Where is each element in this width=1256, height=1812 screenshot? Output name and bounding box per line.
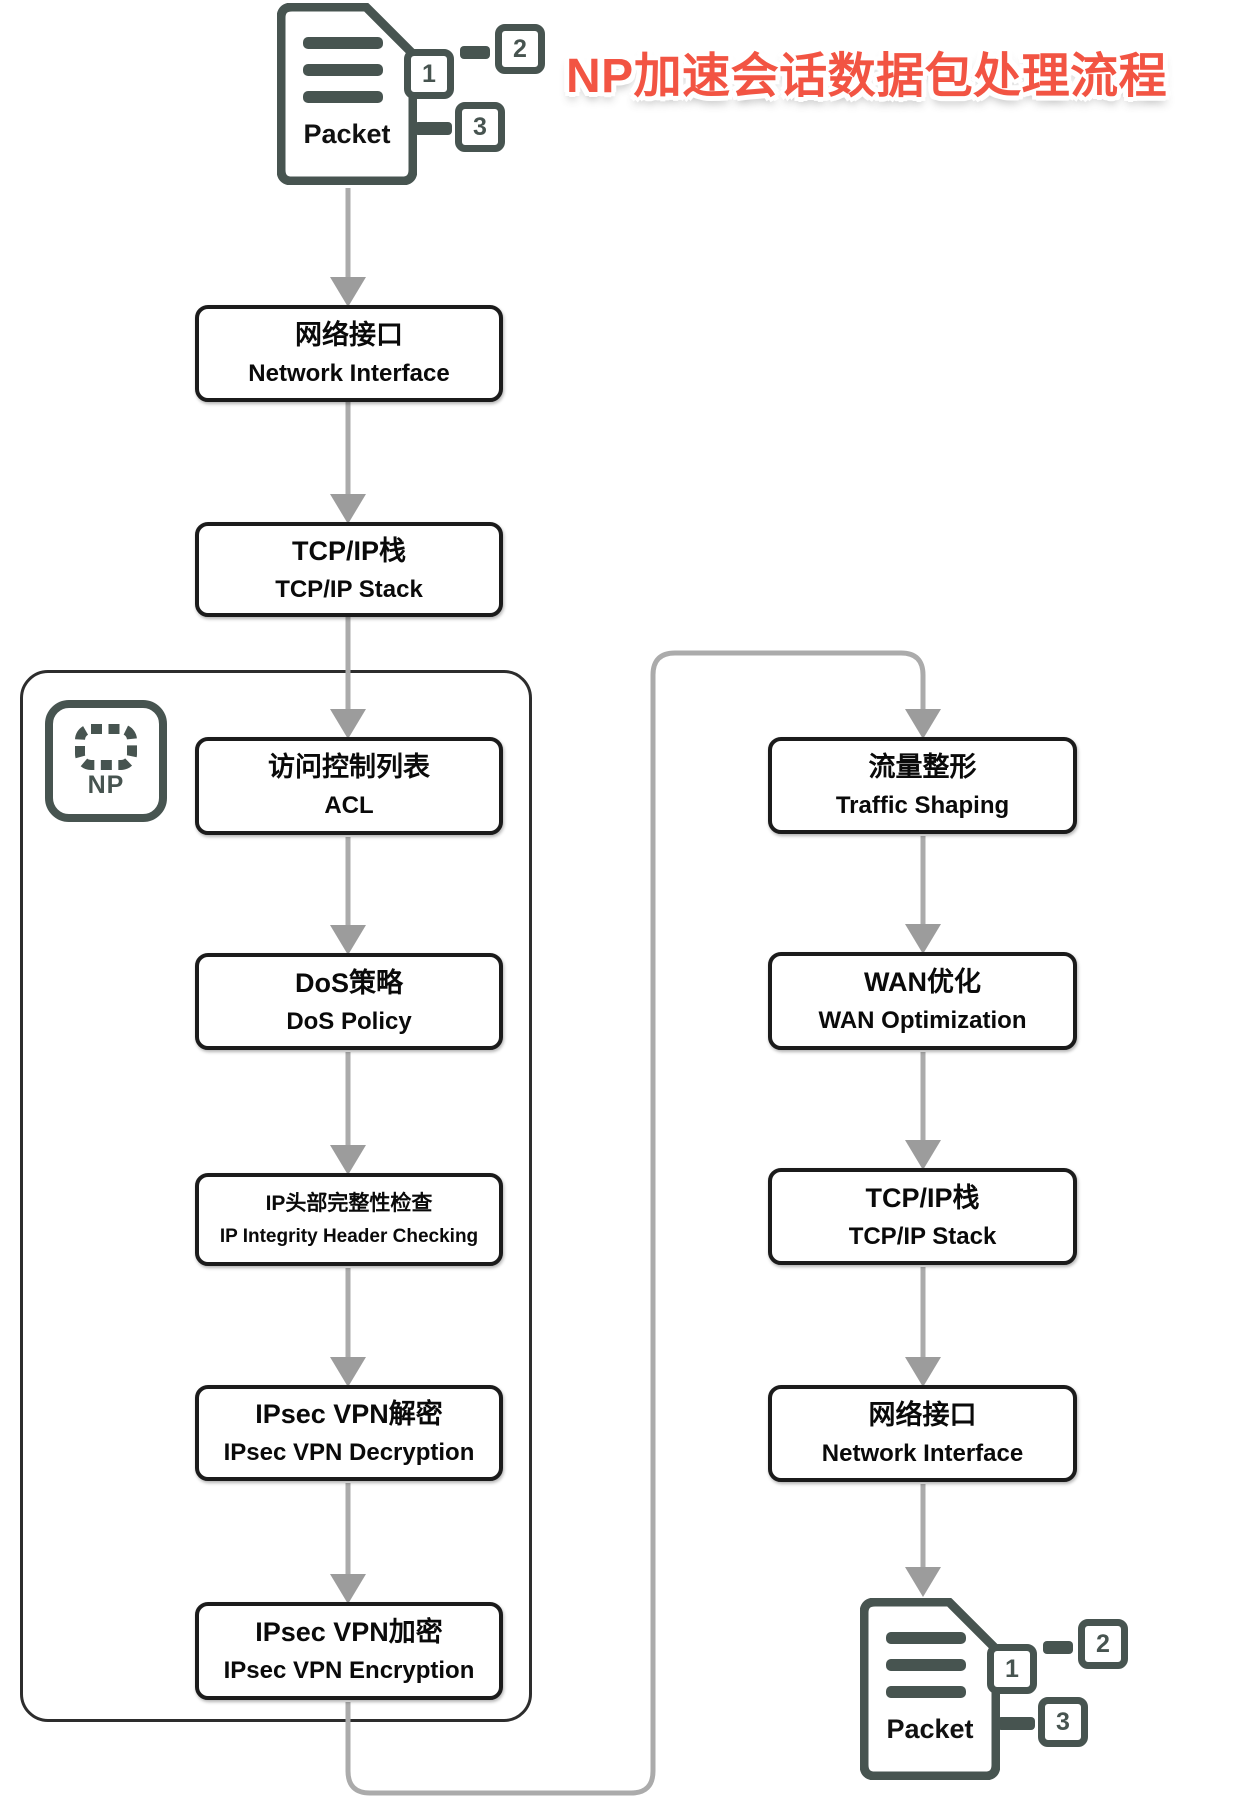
- box-label-en: IP Integrity Header Checking: [219, 1226, 479, 1247]
- box-label-zh: IPsec VPN加密: [255, 1617, 443, 1647]
- page-title: NP加速会话数据包处理流程: [566, 50, 1168, 103]
- box-label-en: ACL: [324, 792, 374, 819]
- box-label-zh: WAN优化: [864, 967, 981, 997]
- connector-dash-icon: [1043, 1641, 1073, 1654]
- right-column-arrows: [905, 836, 941, 1597]
- np-chip-badge: NP: [45, 700, 167, 822]
- flow-box-network-interface-out: 网络接口 Network Interface: [768, 1385, 1077, 1482]
- box-label-en: TCP/IP Stack: [848, 1222, 997, 1250]
- flow-box-tcpip-stack-out: TCP/IP栈 TCP/IP Stack: [768, 1168, 1077, 1265]
- packet-badge-2: 2: [495, 24, 545, 74]
- connector-dash-icon: [414, 122, 452, 135]
- box-label-zh: TCP/IP栈: [291, 535, 406, 566]
- flow-box-acl: 访问控制列表 ACL: [195, 737, 503, 835]
- box-label-en: IPsec VPN Decryption: [223, 1439, 475, 1466]
- np-offload-container-box: [20, 670, 532, 1722]
- chip-icon: [75, 724, 137, 770]
- flow-box-dos-policy: DoS策略 DoS Policy: [195, 953, 503, 1050]
- flow-box-wan-optimization: WAN优化 WAN Optimization: [768, 952, 1077, 1050]
- flow-box-ip-integrity-check: IP头部完整性检查 IP Integrity Header Checking: [195, 1173, 503, 1266]
- box-label-en: Traffic Shaping: [835, 791, 1010, 819]
- packet-label: Packet: [886, 1714, 974, 1744]
- packet-badge-3: 3: [455, 102, 505, 152]
- box-label-zh: 网络接口: [295, 319, 403, 350]
- box-label-zh: IPsec VPN解密: [255, 1399, 443, 1429]
- box-label-zh: 网络接口: [868, 1399, 977, 1430]
- packet-icon-output: Packet 1 2 3: [860, 1598, 1135, 1784]
- connector-dash-icon: [460, 46, 490, 59]
- np-badge-label: NP: [87, 771, 125, 799]
- box-label-zh: DoS策略: [295, 967, 403, 998]
- flow-box-ipsec-vpn-encryption: IPsec VPN加密 IPsec VPN Encryption: [195, 1602, 503, 1700]
- packet-badge-1: 1: [987, 1644, 1037, 1694]
- box-label-en: WAN Optimization: [818, 1007, 1027, 1034]
- document-icon: [277, 3, 417, 185]
- packet-badge-3: 3: [1038, 1697, 1088, 1747]
- box-label-zh: 访问控制列表: [268, 752, 430, 782]
- flow-box-ipsec-vpn-decryption: IPsec VPN解密 IPsec VPN Decryption: [195, 1385, 503, 1481]
- packet-badge-1: 1: [404, 49, 454, 99]
- connector-dash-icon: [997, 1717, 1035, 1730]
- packet-label: Packet: [303, 119, 391, 149]
- packet-badge-2: 2: [1078, 1619, 1128, 1669]
- left-column-arrows: [330, 188, 366, 1604]
- document-icon: [860, 1598, 1000, 1780]
- box-label-zh: IP头部完整性检查: [265, 1192, 433, 1215]
- box-label-en: IPsec VPN Encryption: [223, 1657, 475, 1684]
- box-label-zh: 流量整形: [868, 751, 977, 782]
- flow-box-tcpip-stack-in: TCP/IP栈 TCP/IP Stack: [195, 522, 503, 617]
- box-label-zh: TCP/IP栈: [865, 1182, 980, 1213]
- loopback-connector: [345, 650, 941, 1796]
- box-label-en: Network Interface: [248, 359, 450, 387]
- packet-icon-input: Packet 1 2 3: [277, 3, 552, 189]
- flow-box-network-interface-in: 网络接口 Network Interface: [195, 305, 503, 402]
- box-label-en: Network Interface: [821, 1439, 1024, 1467]
- box-label-en: DoS Policy: [286, 1007, 412, 1035]
- flow-box-traffic-shaping: 流量整形 Traffic Shaping: [768, 737, 1077, 834]
- box-label-en: TCP/IP Stack: [275, 575, 423, 603]
